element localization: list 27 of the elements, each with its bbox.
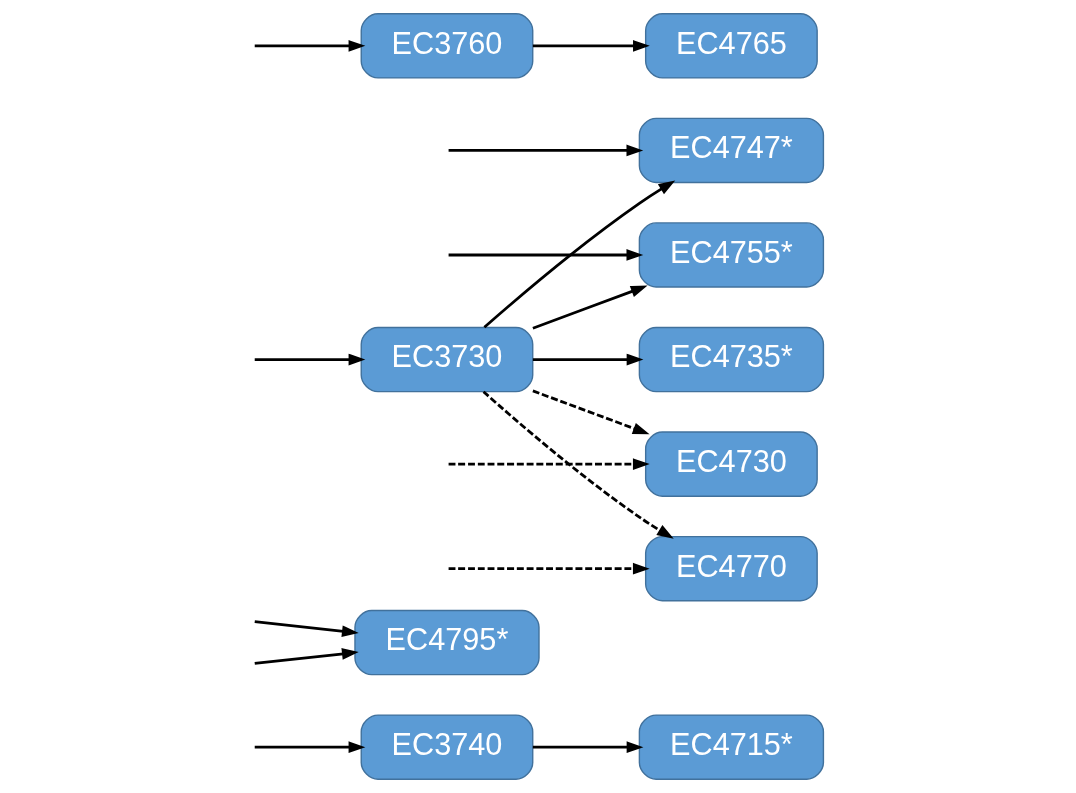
node-box: EC3730: [360, 326, 534, 393]
node-box: EC4755*: [638, 222, 825, 288]
arrow: [254, 620, 359, 638]
arrow: [254, 648, 359, 665]
arrow: [448, 144, 644, 157]
node-box: EC4735*: [638, 326, 825, 393]
arrow: [254, 353, 366, 366]
node-box: EC4770: [644, 535, 818, 602]
arrow: [254, 741, 366, 753]
arrow: [254, 40, 366, 52]
node-box: EC4730: [644, 431, 818, 497]
arrow: [448, 562, 650, 575]
node-box: EC3760: [360, 13, 534, 79]
arrow: [532, 285, 648, 330]
node-box: EC3740: [360, 714, 534, 780]
node-box: EC4715*: [638, 714, 825, 780]
arrow: [448, 249, 644, 261]
arrow: [532, 389, 650, 435]
arrow: [483, 180, 676, 329]
arrow: [532, 353, 644, 366]
node-box: EC4747*: [638, 117, 825, 184]
arrow: [482, 390, 674, 539]
arrow: [532, 40, 650, 52]
arrow: [448, 458, 650, 470]
arrow: [532, 741, 644, 753]
node-box: EC4795*: [354, 609, 540, 676]
node-box: EC4765: [644, 13, 818, 79]
